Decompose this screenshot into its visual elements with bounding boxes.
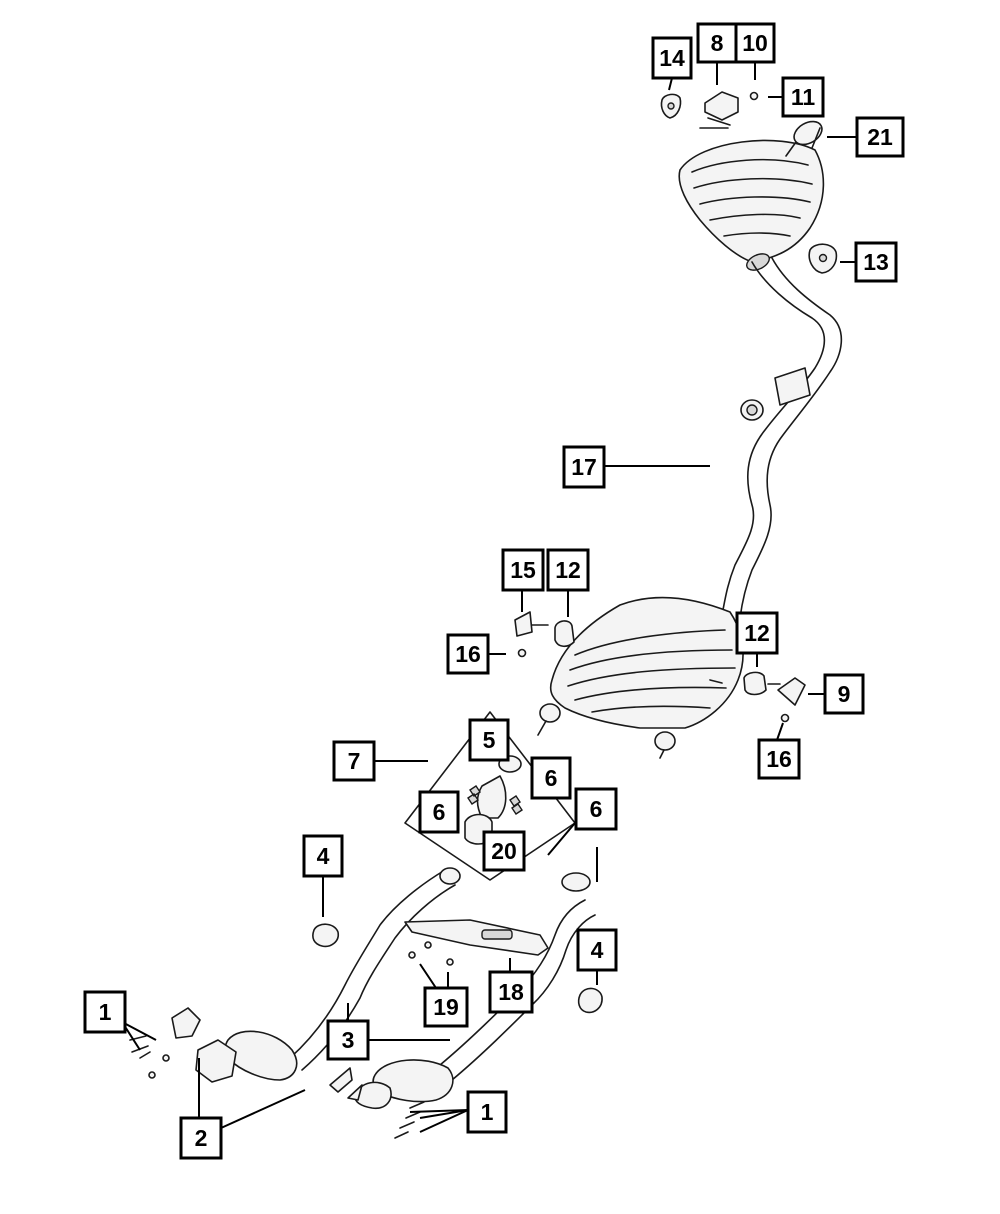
callout-18-label: 18	[498, 979, 524, 1005]
callout-6-kit-right: 6	[530, 756, 572, 800]
callout-11-label: 11	[791, 84, 816, 110]
callout-12-top-label: 12	[555, 557, 581, 583]
callout-17: 17	[562, 445, 606, 489]
callout-16-left: 16	[446, 633, 490, 675]
center-muffler	[537, 596, 744, 759]
callout-7: 7	[332, 740, 376, 782]
callout-4-right: 4	[576, 928, 618, 972]
callout-4-right-label: 4	[591, 937, 604, 963]
callout-3-label: 3	[342, 1027, 355, 1053]
callout-12-right: 12	[735, 611, 779, 655]
callout-18: 18	[488, 970, 534, 1014]
callout-1-left-label: 1	[99, 999, 112, 1025]
callout-2: 2	[179, 1116, 223, 1160]
callout-6-kit-right-label: 6	[545, 765, 558, 791]
callout-2-label: 2	[195, 1125, 208, 1151]
center-hanger-hardware	[514, 611, 806, 723]
callout-12-right-label: 12	[744, 620, 770, 646]
callout-4-left: 4	[302, 834, 344, 878]
callout-21-label: 21	[867, 124, 893, 150]
callout-13: 13	[854, 241, 898, 283]
callout-16-right-label: 16	[766, 746, 792, 772]
callout-14: 14	[651, 36, 693, 80]
callout-16-right: 16	[757, 738, 801, 780]
callout-1-left: 1	[83, 990, 127, 1034]
callout-16-left-label: 16	[455, 641, 481, 667]
callout-12-top: 12	[546, 548, 590, 592]
callout-17-label: 17	[571, 454, 597, 480]
callout-8: 8	[696, 22, 738, 64]
clamps-and-brackets	[129, 919, 603, 1139]
callout-10-label: 10	[742, 30, 768, 56]
callout-15-label: 15	[510, 557, 536, 583]
callout-20: 20	[482, 830, 526, 872]
callout-15: 15	[501, 548, 545, 592]
callout-13-label: 13	[863, 249, 889, 275]
callout-6-pipe-label: 6	[590, 796, 603, 822]
parts-illustration	[129, 91, 843, 1139]
callout-21: 21	[855, 116, 905, 158]
callout-9-label: 9	[838, 681, 851, 707]
callout-10: 10	[734, 22, 776, 64]
callout-19: 19	[423, 986, 469, 1028]
callout-8-label: 8	[711, 30, 724, 56]
callout-5: 5	[468, 718, 510, 762]
callout-9: 9	[823, 673, 865, 715]
callout-14-label: 14	[659, 45, 685, 71]
callout-5-label: 5	[483, 727, 496, 753]
callout-3: 3	[326, 1019, 370, 1061]
callout-20-label: 20	[491, 838, 517, 864]
callout-6-pipe: 6	[574, 787, 618, 831]
callout-6-kit-left-label: 6	[433, 799, 446, 825]
front-pipe-and-converters	[171, 867, 596, 1110]
callout-6-kit-left: 6	[418, 790, 460, 834]
callout-1-right: 1	[466, 1090, 508, 1134]
rear-muffler	[678, 120, 825, 271]
callout-7-label: 7	[348, 748, 361, 774]
rear-hanger-hardware	[660, 91, 838, 274]
callout-1-right-label: 1	[481, 1099, 494, 1125]
callout-11: 11	[781, 76, 825, 118]
callout-19-label: 19	[433, 994, 459, 1020]
intermediate-pipe	[721, 257, 843, 619]
callout-4-left-label: 4	[317, 843, 330, 869]
